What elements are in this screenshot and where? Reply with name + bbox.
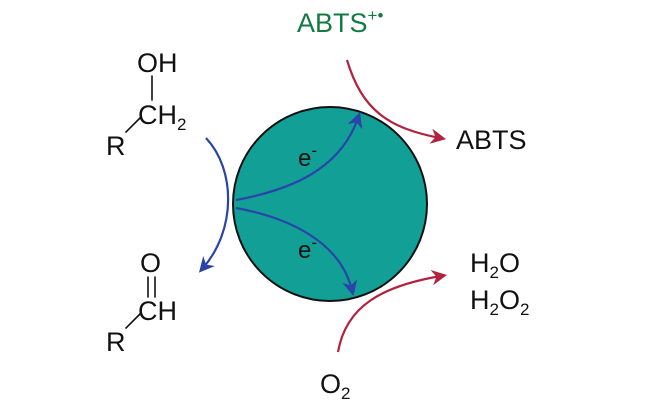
substrate-oxidation-arrow (198, 137, 230, 273)
electron-arrow-down (235, 206, 358, 296)
abts-radical-label: ABTS+• (297, 6, 383, 38)
abts-reduction-arrow (345, 59, 447, 144)
electron-arrow-up (235, 112, 363, 202)
alcohol-oh: OH (137, 48, 178, 78)
alcohol-structure: OH CH2 R (106, 48, 186, 161)
oxygen-reduction-arrow (336, 269, 448, 353)
electron-label-bottom: e- (298, 233, 317, 264)
abts-label: ABTS (456, 125, 527, 155)
aldehyde-ch: CH (138, 296, 177, 326)
catalyst-sphere (232, 106, 428, 302)
electron-label-top: e- (298, 141, 317, 172)
hydrogen-peroxide-label: H2O2 (470, 285, 529, 319)
water-label: H2O (470, 248, 520, 282)
aldehyde-r: R (106, 327, 126, 357)
oxygen-label: O2 (320, 369, 350, 403)
alcohol-bond-r-c (125, 116, 142, 133)
alcohol-ch2: CH2 (138, 100, 186, 134)
aldehyde-o: O (140, 248, 161, 278)
aldehyde-bond-r-c (125, 312, 142, 329)
alcohol-r: R (106, 131, 126, 161)
aldehyde-structure: O CH R (106, 248, 177, 357)
